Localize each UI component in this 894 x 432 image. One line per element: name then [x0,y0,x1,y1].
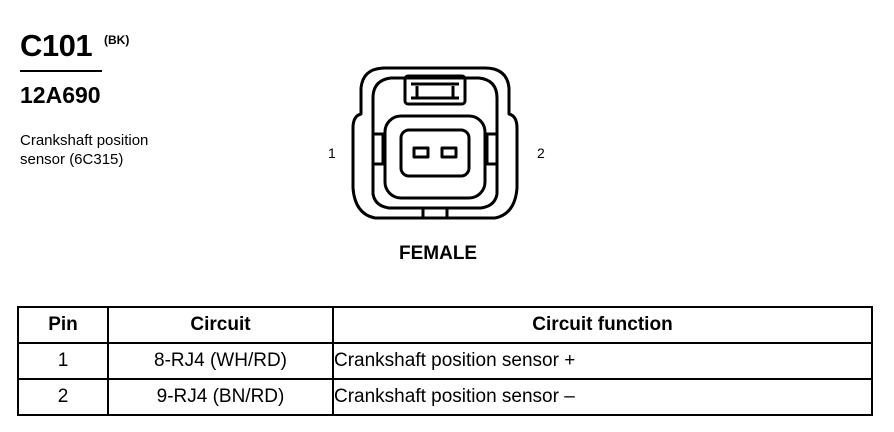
key-rib-left [373,132,385,166]
header-circuit: Circuit [107,306,334,344]
connector-inner-shell [371,76,499,210]
header-circuit-function: Circuit function [332,306,873,344]
pin-housing [399,128,471,178]
pin-label-1: 1 [328,145,336,161]
bottom-key-slot [421,206,449,218]
connector-gender: FEMALE [399,243,478,264]
cell-circuit-function: Crankshaft position sensor – [332,378,873,416]
key-rib-right [485,132,497,166]
terminal-cavity-2 [440,146,458,159]
part-number: 12A690 [20,82,101,108]
connector-body [383,114,487,200]
terminal-cavity-1 [412,146,430,159]
cell-circuit: 9-RJ4 (BN/RD) [107,378,334,416]
cell-pin: 2 [17,378,109,416]
component-description: Crankshaft position sensor (6C315) [20,132,149,168]
connector-outer-shell [351,66,519,220]
cell-circuit: 8-RJ4 (WH/RD) [107,342,334,380]
table-header-row: Pin Circuit Circuit function [17,306,873,344]
pin-label-2: 2 [537,145,545,161]
pinout-table: Pin Circuit Circuit function 1 8-RJ4 (WH… [17,306,873,416]
header-rule [20,70,102,72]
cell-pin: 1 [17,342,109,380]
table-row: 1 8-RJ4 (WH/RD) Crankshaft position sens… [17,342,873,380]
table-row: 2 9-RJ4 (BN/RD) Crankshaft position sens… [17,378,873,416]
header-pin: Pin [17,306,109,344]
connector-face-icon [351,66,519,220]
connector-color: (BK) [104,33,130,47]
connector-code: C101 [20,28,93,63]
locking-latch [403,74,467,106]
cell-circuit-function: Crankshaft position sensor + [332,342,873,380]
